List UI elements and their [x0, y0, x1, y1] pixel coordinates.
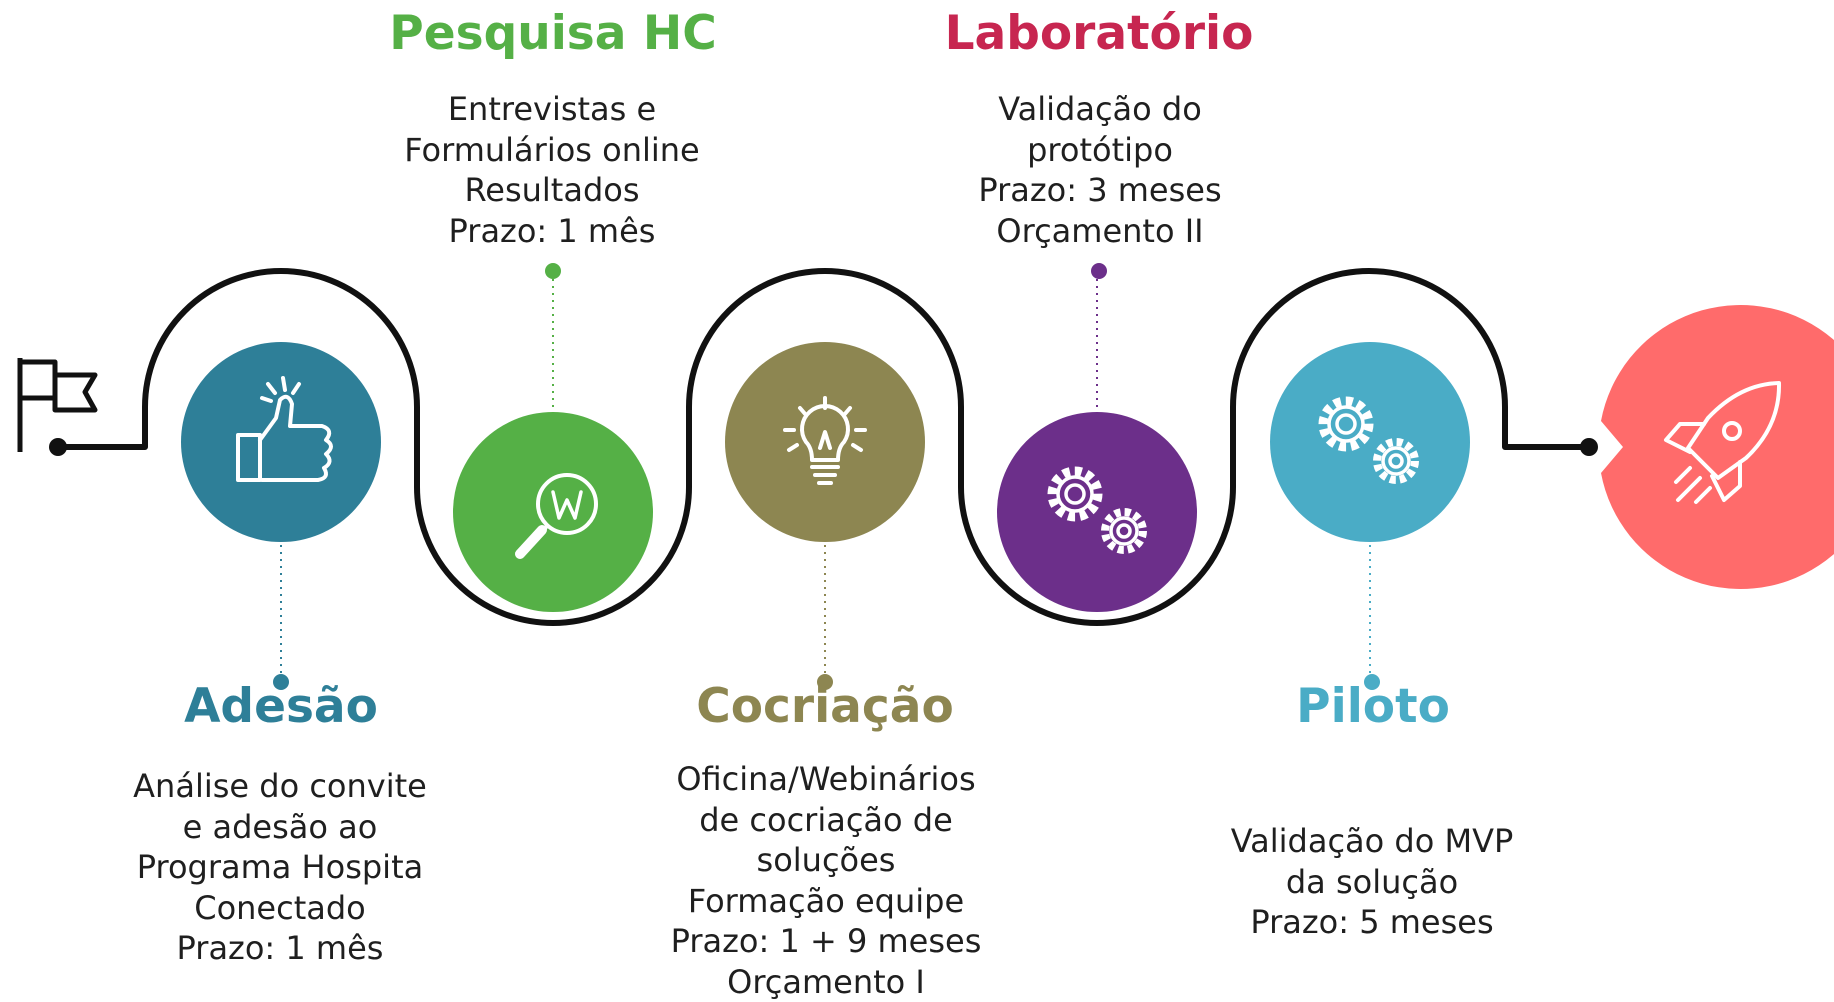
- stage-title-piloto: Piloto: [1296, 679, 1450, 734]
- desc-line: Validação do: [998, 90, 1202, 128]
- desc-line: Prazo: 1 + 9 meses: [670, 922, 982, 960]
- stage-title-cocriacao: Cocriação: [696, 679, 954, 734]
- desc-line: da solução: [1285, 862, 1459, 901]
- timeline-path: [58, 268, 1589, 626]
- stage-circle-pesquisa: [453, 412, 653, 612]
- launch-circle: [1601, 305, 1834, 589]
- desc-line: Formação equipe: [687, 881, 965, 920]
- desc-line: Validação do MVP: [1230, 822, 1514, 860]
- desc-line: Entrevistas e: [447, 90, 657, 128]
- stage-circle-piloto: [1270, 342, 1470, 542]
- connector-dot-piloto: [1364, 674, 1380, 690]
- path-start-dot: [49, 438, 67, 456]
- desc-line: Oficina/Webinários: [676, 760, 976, 798]
- connector-dot-cocriacao: [817, 674, 833, 690]
- rocket-icon: [1664, 381, 1782, 504]
- desc-line: de cocriação de: [699, 800, 953, 839]
- desc-line: Programa Hospita: [136, 848, 424, 886]
- stage-desc-cocriacao: Oficina/Webinários de cocriação de soluç…: [671, 759, 982, 1002]
- desc-line: Formulários online: [404, 130, 700, 169]
- stage-title-adesao: Adesão: [184, 679, 378, 734]
- stage-circle-laboratorio: [997, 412, 1197, 612]
- desc-line: Prazo: 1 mês: [176, 929, 384, 967]
- desc-line: Análise do convite: [133, 767, 427, 805]
- magnifier-w-icon: [515, 473, 598, 559]
- desc-line: Prazo: 5 meses: [1250, 903, 1494, 941]
- desc-line: e adesão ao: [182, 807, 378, 846]
- desc-line: Resultados: [464, 171, 640, 209]
- desc-line: Prazo: 3 meses: [978, 171, 1222, 209]
- flag-icon: [17, 358, 98, 452]
- stage-desc-piloto: Validação do MVP da solução Prazo: 5 mes…: [1231, 821, 1514, 943]
- desc-line: Conectado: [194, 888, 366, 927]
- stage-title-pesquisa: Pesquisa HC: [389, 6, 717, 61]
- desc-line: Orçamento I: [727, 962, 925, 1001]
- connector-dot-adesao: [273, 674, 289, 690]
- desc-line: protótipo: [1027, 130, 1173, 169]
- stage-desc-pesquisa: Entrevistas e Formulários online Resulta…: [404, 89, 699, 251]
- lightbulb-icon: [783, 396, 867, 485]
- stage-title-laboratorio: Laboratório: [944, 6, 1254, 61]
- stage-circle-adesao: [181, 342, 381, 542]
- desc-line: Orçamento II: [996, 211, 1204, 250]
- gears-icon: [1047, 466, 1147, 554]
- connector-dot-pesquisa: [545, 263, 561, 279]
- stage-desc-laboratorio: Validação do protótipo Prazo: 3 meses Or…: [978, 89, 1221, 251]
- path-end-dot: [1580, 438, 1598, 456]
- thumbs-up-icon: [236, 376, 333, 482]
- stage-desc-adesao: Análise do convite e adesão ao Programa …: [133, 766, 427, 969]
- connector-dot-laboratorio: [1091, 263, 1107, 279]
- desc-line: Prazo: 1 mês: [448, 211, 656, 250]
- stage-circle-cocriacao: [725, 342, 925, 542]
- desc-line: soluções: [756, 841, 896, 879]
- gears-icon: [1318, 396, 1419, 484]
